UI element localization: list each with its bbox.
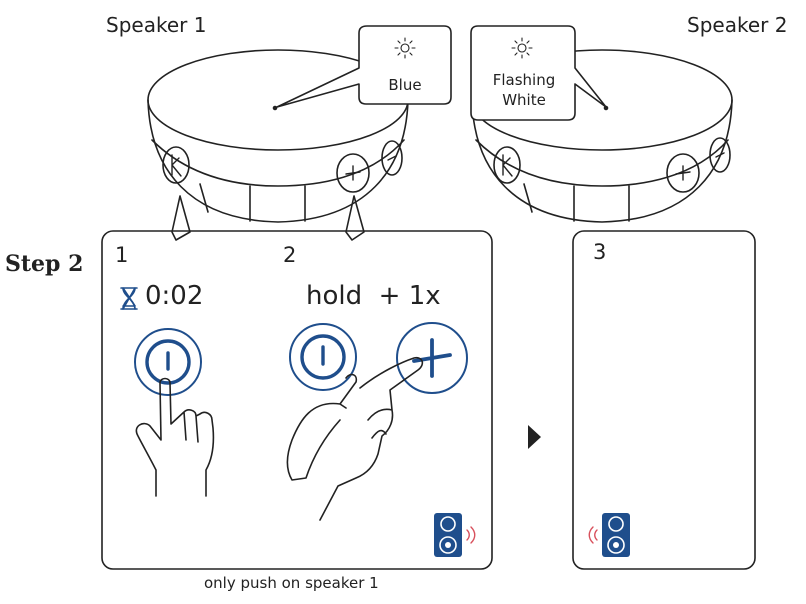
bluetooth-icon bbox=[171, 154, 182, 177]
connector-line bbox=[345, 195, 365, 233]
hand-pointer-icon bbox=[135, 377, 215, 497]
speaker-2-title: Speaker 2 bbox=[687, 13, 788, 37]
panel-3-number: 3 bbox=[593, 240, 607, 264]
hand-pointer-icon bbox=[286, 356, 424, 521]
panel-1-number: 1 bbox=[115, 243, 129, 267]
step-panel-3 bbox=[572, 230, 756, 570]
plus-icon bbox=[675, 165, 691, 181]
hourglass-icon bbox=[120, 287, 138, 310]
light-icon bbox=[511, 37, 533, 59]
speaker1-bluetooth-button[interactable] bbox=[162, 146, 190, 184]
arrow-right-icon bbox=[528, 425, 541, 449]
timer-text: 0:02 bbox=[145, 281, 204, 311]
speaker-icon bbox=[434, 513, 462, 557]
minus-icon bbox=[715, 152, 725, 158]
speaker2-plus-button[interactable] bbox=[666, 153, 700, 193]
speaker-icon bbox=[602, 513, 630, 557]
footnote: only push on speaker 1 bbox=[204, 574, 379, 592]
step-panel-1-2 bbox=[101, 230, 493, 570]
sound-wave-icon bbox=[466, 526, 476, 544]
panel-2-number: 2 bbox=[283, 243, 297, 267]
speaker1-indicator-light bbox=[272, 105, 278, 111]
speaker1-callout-bubble bbox=[276, 25, 452, 108]
speaker-2-light-label-line2: White bbox=[502, 91, 546, 109]
speaker-1-illustration bbox=[147, 25, 452, 223]
plus-button-icon[interactable] bbox=[396, 322, 468, 394]
speaker1-minus-button[interactable] bbox=[381, 140, 403, 176]
bluetooth-icon bbox=[502, 154, 513, 177]
power-button-icon[interactable] bbox=[289, 323, 357, 391]
speaker-1-light-label: Blue bbox=[388, 76, 422, 94]
speaker-2-illustration bbox=[470, 25, 733, 223]
speaker-2-light-label-line1: Flashing bbox=[492, 71, 556, 89]
minus-icon bbox=[387, 155, 397, 161]
step-title: Step 2 bbox=[5, 251, 84, 277]
speaker2-bluetooth-button[interactable] bbox=[493, 146, 521, 184]
speaker1-plus-button[interactable] bbox=[336, 153, 370, 193]
connector-line bbox=[171, 195, 191, 233]
hold-instruction: hold + 1x bbox=[306, 281, 441, 311]
plus-icon bbox=[345, 165, 361, 181]
power-button-icon[interactable] bbox=[134, 328, 202, 396]
sound-wave-icon bbox=[588, 526, 598, 544]
speaker2-callout-bubble bbox=[470, 25, 607, 121]
speaker2-minus-button[interactable] bbox=[709, 137, 731, 173]
speaker-1-title: Speaker 1 bbox=[106, 13, 207, 37]
light-icon bbox=[394, 37, 416, 59]
